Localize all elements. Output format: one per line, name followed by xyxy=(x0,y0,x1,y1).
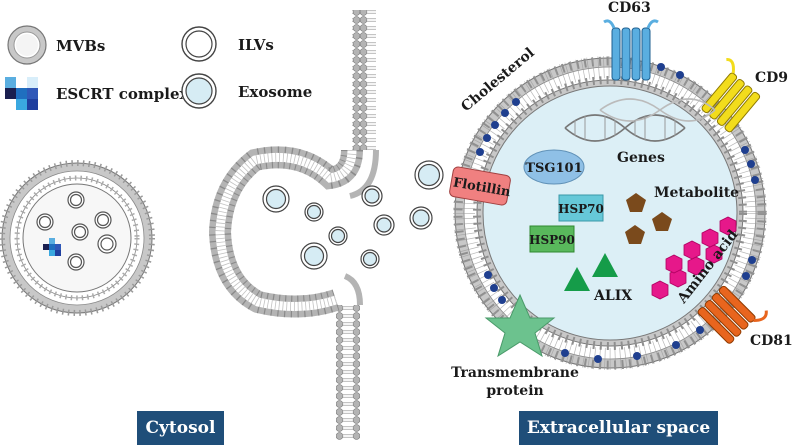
genes-label: Genes xyxy=(617,150,665,166)
flotillin-protein xyxy=(449,166,511,206)
legend: MVBs ESCRT complex ILVs Exosome xyxy=(5,25,312,110)
tsg101-label: TSG101 xyxy=(525,161,582,176)
metabolite-label: Metabolite xyxy=(654,185,739,201)
mvb-ilvs xyxy=(36,191,117,271)
legend-mvbs-label: MVBs xyxy=(56,37,105,55)
hsp90-label: HSP90 xyxy=(529,233,575,247)
legend-exosome-icon xyxy=(181,73,217,109)
amino-acid-chain xyxy=(651,216,737,300)
cholesterol-beads xyxy=(476,63,759,363)
cytosol-label: Cytosol xyxy=(145,418,216,438)
legend-escrt-icon xyxy=(5,77,38,110)
cd9-label: CD9 xyxy=(755,70,788,86)
transmembrane-label-line2: protein xyxy=(486,383,543,399)
alix-protein xyxy=(564,253,618,291)
cd9-protein xyxy=(701,58,761,133)
legend-exosome-label: Exosome xyxy=(238,83,312,101)
legend-ilvs-label: ILVs xyxy=(238,36,274,54)
alix-label: ALIX xyxy=(593,288,632,304)
legend-mvb-icon xyxy=(7,25,47,65)
legend-escrt-label: ESCRT complex xyxy=(56,85,190,103)
extracellular-region-tag: Extracellular space xyxy=(519,411,718,445)
hsp90-protein xyxy=(529,225,575,253)
cd63-label: CD63 xyxy=(608,0,651,16)
genes-dna-icon xyxy=(564,98,716,142)
legend-ilv-icon xyxy=(181,26,217,62)
hsp70-protein xyxy=(558,194,604,222)
mvb-escrt-complex xyxy=(43,238,61,256)
transmembrane-protein xyxy=(484,293,556,358)
extracellular-label: Extracellular space xyxy=(526,418,711,438)
mvb-vesicle xyxy=(0,160,155,316)
cd81-protein xyxy=(697,285,768,344)
plasma-membrane xyxy=(208,10,379,440)
tsg101-protein xyxy=(523,149,585,185)
cytosol-region-tag: Cytosol xyxy=(137,411,224,445)
released-exosomes xyxy=(262,160,444,270)
hsp70-label: HSP70 xyxy=(558,202,604,216)
transmembrane-label-line1: Transmembrane xyxy=(451,365,579,381)
cd81-label: CD81 xyxy=(750,333,793,349)
metabolite-molecules xyxy=(625,193,672,244)
cd63-protein xyxy=(603,19,659,81)
